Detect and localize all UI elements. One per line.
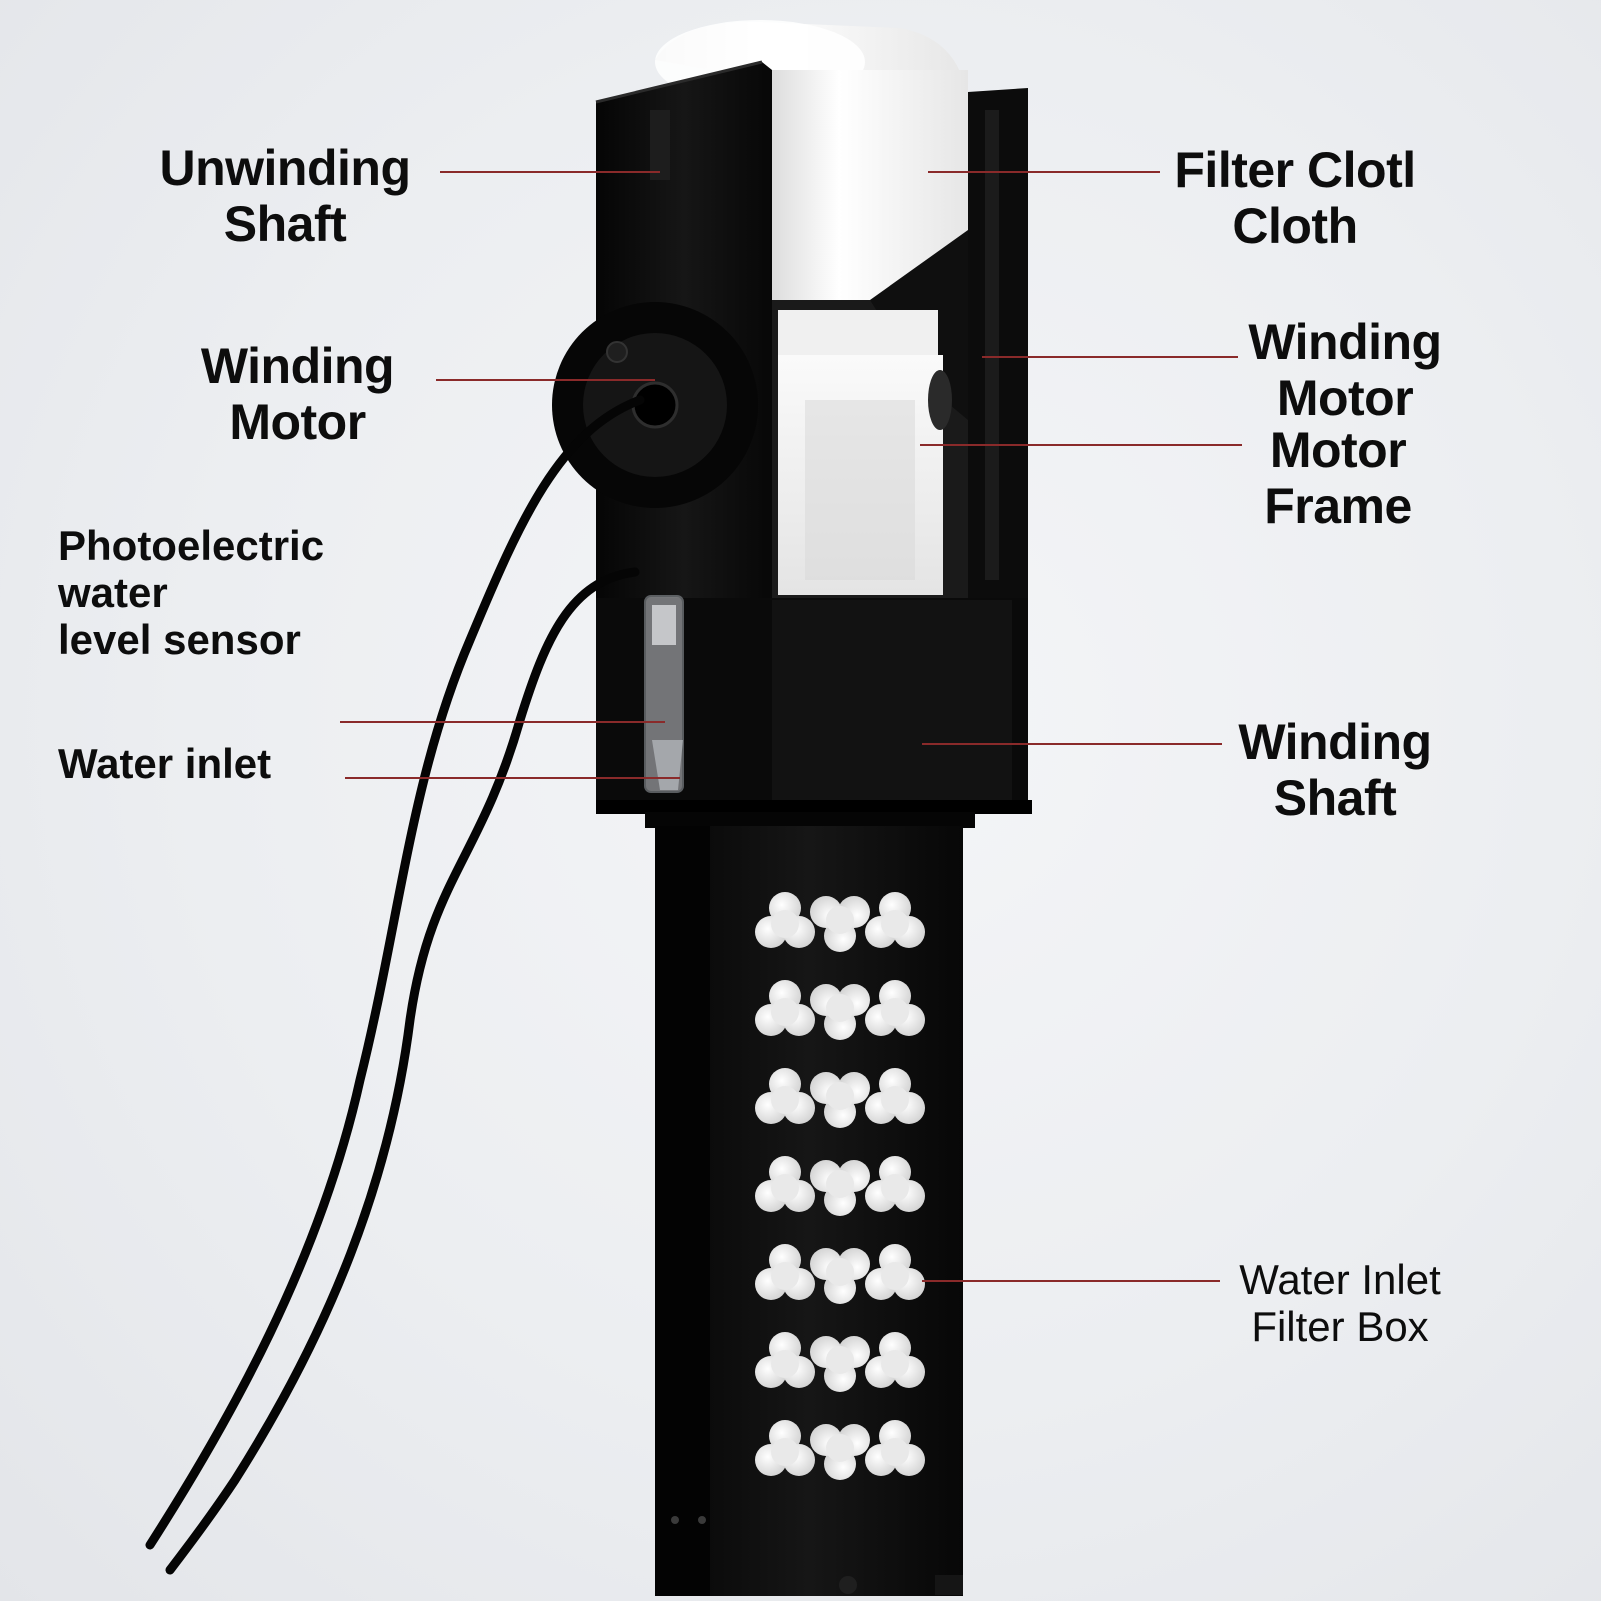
filter-hole	[755, 980, 815, 1036]
filter-hole	[755, 1156, 815, 1212]
filter-hole	[810, 984, 870, 1040]
filter-hole	[810, 1424, 870, 1480]
filter-hole	[755, 1068, 815, 1124]
label-water-inlet: Water inlet	[58, 740, 272, 787]
label-filter-box: Water Inlet Filter Box	[1239, 1256, 1441, 1351]
filter-hole	[810, 1160, 870, 1216]
filter-hole	[865, 1156, 925, 1212]
filter-hole	[865, 1068, 925, 1124]
label-winding-motor-right: Winding Motor	[1248, 314, 1442, 426]
label-motor-frame: Motor Frame	[1264, 422, 1412, 534]
label-winding-shaft: Winding Shaft	[1238, 714, 1432, 826]
power-cables	[145, 395, 645, 1575]
filter-cloth-lower	[778, 310, 952, 595]
filter-hole	[865, 1332, 925, 1388]
label-photoelectric-sensor: Photoelectric water level sensor	[58, 522, 325, 664]
filter-hole	[865, 892, 925, 948]
filter-hole	[810, 1072, 870, 1128]
label-filter-cloth: Filter Clotl Cloth	[1174, 142, 1416, 254]
filter-hole	[810, 896, 870, 952]
filter-hole	[865, 1244, 925, 1300]
filter-hole	[755, 1420, 815, 1476]
filter-box-holes	[755, 892, 925, 1480]
filter-hole	[865, 980, 925, 1036]
filter-hole	[755, 1244, 815, 1300]
filter-hole	[810, 1336, 870, 1392]
label-winding-motor-left: Winding Motor	[200, 338, 395, 450]
filter-hole	[865, 1420, 925, 1476]
leader-lines	[340, 171, 1242, 1282]
photoelectric-sensor	[644, 595, 684, 793]
filter-hole	[755, 1332, 815, 1388]
filter-hole	[755, 892, 815, 948]
filter-hole	[810, 1248, 870, 1304]
winding-motor-disc	[552, 302, 758, 508]
label-unwinding-shaft: Unwinding Shaft	[159, 140, 412, 252]
